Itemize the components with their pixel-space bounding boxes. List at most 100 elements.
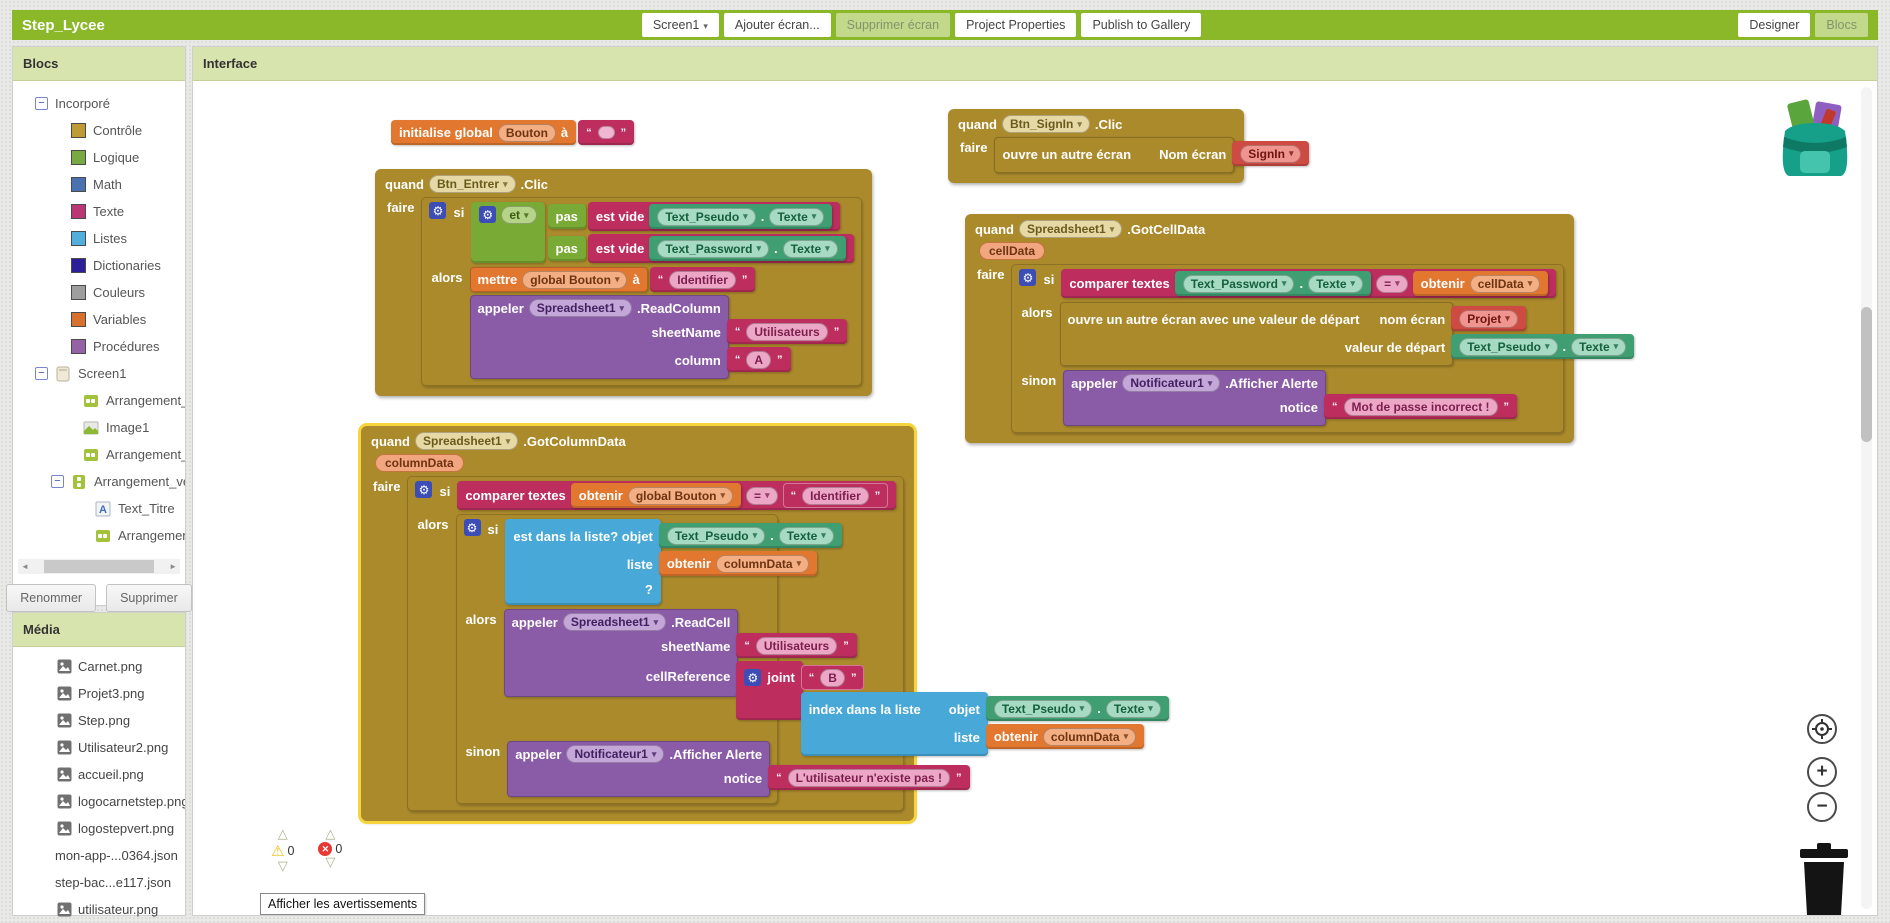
scrollbar-thumb[interactable]: [1861, 307, 1872, 442]
block-if-nested[interactable]: si est dans la liste? objet Text_PseudoT…: [455, 514, 1169, 804]
collapse-icon[interactable]: [35, 97, 48, 110]
palette-item-couleurs[interactable]: Couleurs: [13, 279, 185, 306]
component-dropdown[interactable]: Btn_SignIn: [1002, 115, 1090, 133]
component-dropdown[interactable]: Text_Pseudo: [1459, 337, 1558, 356]
property-dropdown[interactable]: Texte: [1105, 699, 1161, 718]
backpack-icon[interactable]: [1769, 99, 1861, 184]
property-dropdown[interactable]: Texte: [778, 526, 834, 545]
block-string-a[interactable]: A: [726, 347, 791, 372]
media-item[interactable]: logocarnetstep.png: [13, 788, 185, 815]
property-dropdown[interactable]: Texte: [782, 239, 838, 258]
delete-button[interactable]: Supprimer: [106, 584, 192, 612]
block-string-utilisateurs[interactable]: Utilisateurs: [736, 633, 857, 658]
block-string-user-not-exist[interactable]: L'utilisateur n'existe pas !: [768, 765, 970, 790]
block-and[interactable]: et: [471, 202, 545, 263]
show-warnings-button[interactable]: Afficher les avertissements: [260, 893, 426, 915]
string-value-field[interactable]: L'utilisateur n'existe pas !: [787, 768, 950, 787]
property-dropdown[interactable]: Texte: [1308, 274, 1364, 293]
media-item[interactable]: utilisateur.png: [13, 896, 185, 923]
variable-name-field[interactable]: Bouton: [497, 123, 556, 142]
string-value-field[interactable]: Identifier: [802, 486, 869, 505]
component-dropdown[interactable]: Text_Pseudo: [993, 699, 1093, 718]
string-value-field[interactable]: B: [820, 668, 845, 687]
collapse-up-icon[interactable]: △: [325, 827, 336, 842]
screen-selector-button[interactable]: Screen1▾: [641, 13, 719, 37]
comparison-operator-dropdown[interactable]: =: [1376, 274, 1408, 293]
block-not[interactable]: pas: [547, 204, 586, 229]
collapse-down-icon[interactable]: ▽: [325, 855, 336, 870]
component-dropdown[interactable]: Text_Pseudo: [666, 526, 766, 545]
event-param-chip[interactable]: cellData: [979, 242, 1046, 260]
palette-horizontal-scrollbar[interactable]: ◄►: [18, 559, 180, 574]
palette-item-controle[interactable]: Contrôle: [13, 117, 185, 144]
media-item[interactable]: logostepvert.png: [13, 815, 185, 842]
collapse-icon[interactable]: [35, 367, 48, 380]
rename-button[interactable]: Renommer: [6, 584, 97, 612]
component-dropdown[interactable]: Spreadsheet1: [1019, 220, 1123, 238]
zoom-in-button[interactable]: +: [1807, 757, 1837, 787]
media-item[interactable]: Projet3.png: [13, 680, 185, 707]
comparison-operator-dropdown[interactable]: =: [746, 486, 778, 505]
media-item[interactable]: mon-app-...0364.json: [13, 842, 185, 869]
trash-icon[interactable]: [1793, 843, 1855, 915]
block-compare-texts[interactable]: comparer textes Text_PasswordTexte = obt…: [1061, 269, 1557, 298]
project-properties-button[interactable]: Project Properties: [955, 13, 1077, 37]
block-screen-projet[interactable]: Projet: [1451, 306, 1526, 331]
mutator-gear-icon[interactable]: [1019, 269, 1037, 286]
scrollbar-thumb[interactable]: [44, 560, 154, 573]
block-string-wrong-password[interactable]: Mot de passe incorrect !: [1324, 394, 1518, 419]
component-item-arrangement-horizontal1[interactable]: Arrangement_horizonta: [13, 387, 185, 414]
block-text-password-texte[interactable]: Text_PasswordTexte: [649, 236, 846, 261]
component-dropdown[interactable]: Text_Pseudo: [657, 207, 756, 226]
mutator-gear-icon[interactable]: [479, 206, 497, 223]
collapse-icon[interactable]: [51, 475, 64, 488]
variable-dropdown[interactable]: global Bouton: [627, 486, 734, 505]
variable-dropdown[interactable]: columnData: [715, 554, 810, 573]
publish-gallery-button[interactable]: Publish to Gallery: [1081, 13, 1202, 37]
block-if[interactable]: si et pas est vide Text_PseudoTexte: [421, 197, 862, 386]
component-item-arrangement-horizontal2[interactable]: Arrangement_horizonta: [13, 441, 185, 468]
block-is-in-list[interactable]: est dans la liste? objet Text_PseudoText…: [505, 519, 842, 605]
palette-item-dictionaries[interactable]: Dictionaries: [13, 252, 185, 279]
block-if[interactable]: si comparer textes Text_PasswordTexte = …: [1011, 264, 1635, 433]
palette-item-texte[interactable]: Texte: [13, 198, 185, 225]
component-dropdown[interactable]: Btn_Entrer: [429, 175, 516, 193]
block-text-password-texte[interactable]: Text_Password Texte: [1174, 271, 1372, 296]
string-value-field[interactable]: Identifier: [669, 270, 736, 289]
tree-node-arrangement-vertical1[interactable]: Arrangement_vertical1: [13, 468, 185, 495]
block-is-empty[interactable]: est vide Text_PseudoTexte: [587, 202, 841, 231]
screen-dropdown[interactable]: SignIn: [1240, 144, 1302, 163]
component-item-arrangement-horizontal3[interactable]: Arrangement_horizo: [13, 522, 185, 549]
block-string-identifier[interactable]: Identifier: [782, 483, 889, 508]
and-operator-dropdown[interactable]: et: [501, 206, 537, 224]
mutator-gear-icon[interactable]: [415, 481, 433, 498]
block-screen-signin[interactable]: SignIn: [1232, 141, 1310, 166]
block-string-b[interactable]: B: [800, 665, 865, 690]
empty-string-field[interactable]: [597, 126, 615, 139]
block-string-identifier[interactable]: Identifier: [649, 267, 756, 292]
block-string-utilisateurs[interactable]: Utilisateurs: [726, 319, 848, 344]
string-value-field[interactable]: Utilisateurs: [755, 636, 838, 655]
media-item[interactable]: step-bac...e117.json: [13, 869, 185, 896]
variable-dropdown[interactable]: columnData: [1042, 727, 1137, 746]
component-dropdown[interactable]: Text_Password: [1182, 274, 1295, 293]
block-text-pseudo-texte[interactable]: Text_PseudoTexte: [649, 204, 833, 229]
collapse-up-icon[interactable]: △: [277, 827, 288, 842]
media-item[interactable]: Carnet.png: [13, 653, 185, 680]
component-item-image1[interactable]: Image1: [13, 414, 185, 441]
media-item[interactable]: Step.png: [13, 707, 185, 734]
zoom-out-button[interactable]: −: [1807, 792, 1837, 822]
property-dropdown[interactable]: Texte: [1571, 337, 1627, 356]
remove-screen-button[interactable]: Supprimer écran: [835, 13, 951, 37]
